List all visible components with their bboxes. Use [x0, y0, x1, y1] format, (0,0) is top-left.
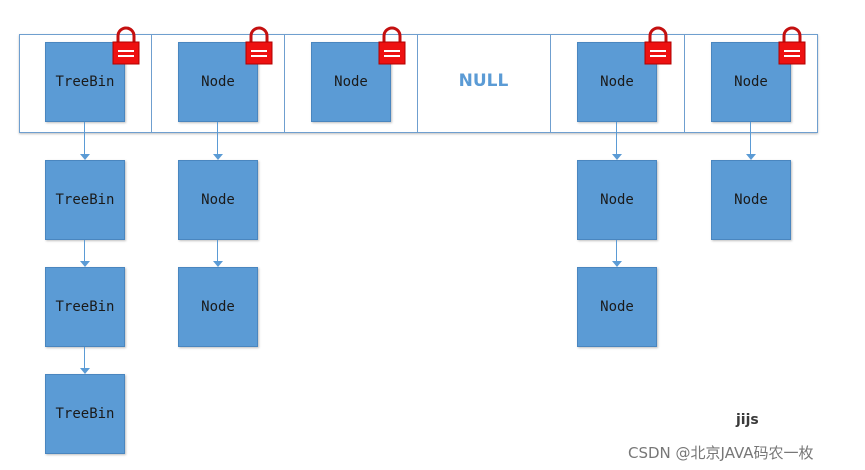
lock-icon [244, 26, 274, 66]
bucket-head-node-4: Node [577, 42, 657, 122]
bucket-head-node-5: Node [711, 42, 791, 122]
link-arrow [745, 122, 757, 160]
bucket-head-node-1-label: Node [201, 74, 235, 90]
link-arrow [79, 347, 91, 374]
chain-node-0-2: TreeBin [45, 374, 125, 454]
chain-node-0-0: TreeBin [45, 160, 125, 240]
bucket-head-node-0-label: TreeBin [55, 74, 115, 90]
chain-node-1-1-label: Node [201, 299, 235, 315]
link-arrow [611, 122, 623, 160]
bucket-head-node-5-label: Node [734, 74, 768, 90]
null-slot-label: NULL [458, 71, 509, 91]
watermark-credit: CSDN @北京JAVA码农一枚 [628, 444, 814, 462]
table-slot-1 [152, 35, 285, 132]
chain-node-1-0: Node [178, 160, 258, 240]
chain-node-1-0-label: Node [201, 192, 235, 208]
lock-icon [643, 26, 673, 66]
chain-node-4-0-label: Node [600, 192, 634, 208]
table-slot-3 [418, 35, 551, 132]
link-arrow [79, 240, 91, 267]
chain-node-4-0: Node [577, 160, 657, 240]
table-slot-0 [20, 35, 152, 132]
lock-icon [111, 26, 141, 66]
hash-table-array [19, 34, 818, 133]
lock-icon [777, 26, 807, 66]
author-label: jijs [736, 412, 759, 428]
chain-node-5-0-label: Node [734, 192, 768, 208]
lock-icon [377, 26, 407, 66]
chain-node-1-1: Node [178, 267, 258, 347]
chain-node-0-0-label: TreeBin [55, 192, 115, 208]
table-slot-2 [285, 35, 418, 132]
table-slot-4 [551, 35, 685, 132]
bucket-head-node-2-label: Node [334, 74, 368, 90]
link-arrow [79, 122, 91, 160]
chain-node-0-1-label: TreeBin [55, 299, 115, 315]
chain-node-0-2-label: TreeBin [55, 406, 115, 422]
chain-node-4-1: Node [577, 267, 657, 347]
link-arrow [611, 240, 623, 267]
link-arrow [212, 240, 224, 267]
bucket-head-node-2: Node [311, 42, 391, 122]
link-arrow [212, 122, 224, 160]
bucket-head-node-0: TreeBin [45, 42, 125, 122]
chain-node-0-1: TreeBin [45, 267, 125, 347]
chain-node-5-0: Node [711, 160, 791, 240]
bucket-head-node-4-label: Node [600, 74, 634, 90]
bucket-head-node-1: Node [178, 42, 258, 122]
chain-node-4-1-label: Node [600, 299, 634, 315]
